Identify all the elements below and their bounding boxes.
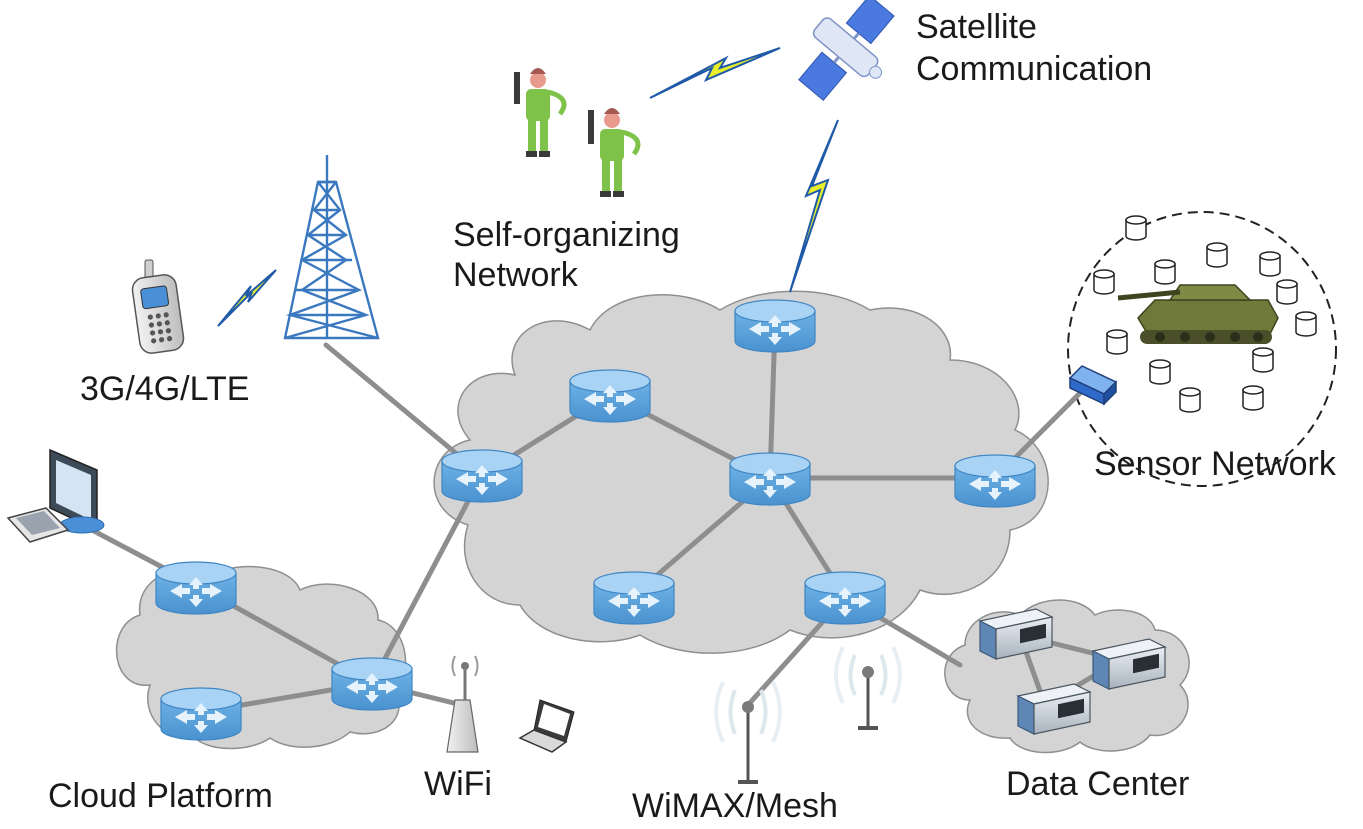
router-icon [331,657,413,711]
wimax-mesh-label: WiMAX/Mesh [632,787,838,825]
self-organizing-label-line1: Self-organizing [453,216,680,254]
self-organizing-label-line2: Network [453,256,578,294]
router-icon [160,687,242,741]
antenna-icon [834,646,902,730]
cloud-platform-label: Cloud Platform [48,777,273,815]
router-icon [954,454,1036,508]
lightning-icon [217,47,839,327]
sensor-gateway-icon [1068,365,1118,406]
wifi-label: WiFi [424,765,492,803]
router-icon [569,369,651,423]
router-icon [593,571,675,625]
router-icon [441,449,523,503]
data-center-label: Data Center [1006,765,1190,803]
router-icon [734,299,816,353]
router-icon [804,571,886,625]
soldier-icon [514,68,567,157]
phone-icon [131,259,185,354]
satellite-label-line1: Satellite [916,8,1037,46]
laptop-icon [518,699,575,753]
satellite-icon [798,0,895,101]
tank-icon [1117,284,1279,344]
cellular-label: 3G/4G/LTE [80,370,250,408]
desktop-icon [6,448,105,543]
router-icon [729,452,811,506]
sensor-network-label: Sensor Network [1094,445,1336,483]
sensor-network-area [1067,211,1337,487]
router-icon [155,561,237,615]
tower-icon [283,155,380,340]
antenna-icon [714,681,782,784]
satellite-label-line2: Communication [916,50,1153,88]
soldier-icon [588,108,641,197]
wifi-access-point-icon [446,655,479,753]
